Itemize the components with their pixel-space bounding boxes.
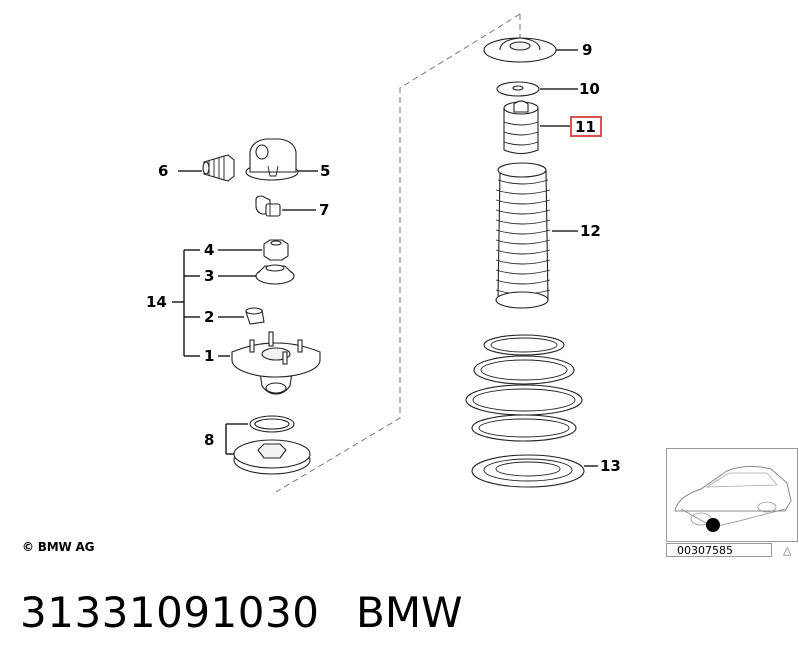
callout-4[interactable]: 4 [204, 241, 214, 259]
coil-spring [465, 334, 583, 442]
callout-11-highlight [570, 116, 602, 137]
callout-12[interactable]: 12 [580, 222, 601, 240]
expand-arrow-icon[interactable]: △ [783, 544, 792, 557]
part-13-spring-pad[interactable] [471, 454, 585, 488]
callout-7[interactable]: 7 [319, 201, 329, 219]
callout-9[interactable]: 9 [582, 41, 592, 59]
car-icon [674, 465, 792, 532]
part-number: 31331091030 [20, 588, 320, 637]
brand-name: BMW [356, 588, 463, 637]
callout-2[interactable]: 2 [204, 308, 214, 326]
part-2-sleeve[interactable] [245, 307, 265, 325]
callout-5[interactable]: 5 [320, 162, 330, 180]
callout-13[interactable]: 13 [600, 457, 621, 475]
bracket-8 [225, 423, 248, 455]
bracket-14 [172, 249, 200, 357]
part-3-washer[interactable] [255, 264, 295, 285]
callout-10[interactable]: 10 [579, 80, 600, 98]
callout-14[interactable]: 14 [146, 293, 167, 311]
part-9-upper-seat[interactable] [483, 37, 557, 63]
parts-diagram: 6 5 7 4 3 2 [146, 13, 621, 493]
callout-8[interactable]: 8 [204, 431, 214, 449]
part-8-seat[interactable] [233, 439, 311, 475]
vehicle-thumbnail[interactable] [666, 448, 798, 542]
callout-3[interactable]: 3 [204, 267, 214, 285]
part-11-bump-stop[interactable] [503, 100, 539, 155]
part-5-cap[interactable] [245, 138, 299, 181]
part-8-ring[interactable] [249, 415, 295, 433]
part-1-support-bearing[interactable] [231, 331, 321, 395]
diagram-code: 00307585 [666, 543, 772, 557]
callout-11[interactable]: 11 [575, 118, 596, 136]
part-4-hex-nut[interactable] [263, 239, 289, 261]
part-10-washer[interactable] [496, 81, 540, 97]
part-6-boot[interactable] [202, 154, 235, 182]
part-12-bellows[interactable] [495, 162, 551, 309]
callout-6[interactable]: 6 [158, 162, 168, 180]
callout-1[interactable]: 1 [204, 347, 214, 365]
part-7-nut[interactable] [255, 195, 281, 217]
copyright-label: © BMW AG [22, 540, 95, 554]
